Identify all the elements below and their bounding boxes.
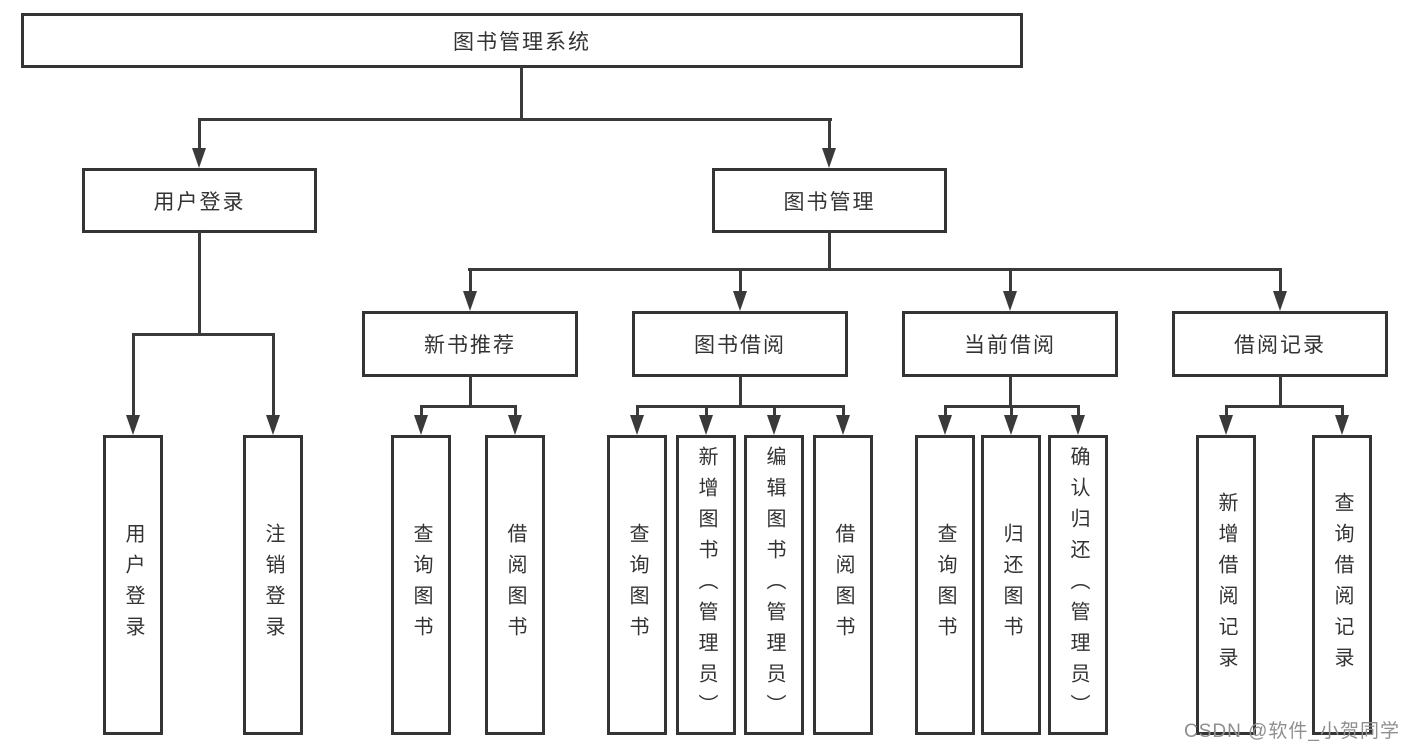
connector-line [272,333,275,417]
connector-line [1341,405,1344,417]
connector-line [469,268,472,293]
connector-line [420,405,423,417]
connector-line [1225,405,1343,408]
leaf-label: 查询图书 [934,523,956,647]
leaf-return-books: 归还图书 [981,435,1041,735]
leaf-label: 查询图书 [410,523,432,647]
connector-line [842,405,845,417]
connector-line [739,375,742,408]
connector-line [773,405,776,417]
connector-line [1279,375,1282,408]
node-label: 借阅记录 [1234,334,1326,357]
connector-line [705,405,708,417]
node-label: 新书推荐 [424,334,516,357]
connector-line [1077,405,1080,417]
node-new-book-recommendation: 新书推荐 [362,311,578,377]
arrow-down-icon [1004,415,1018,435]
arrow-down-icon [192,148,206,168]
arrow-down-icon [938,415,952,435]
connector-line [1279,268,1282,293]
node-label: 用户登录 [153,190,246,214]
arrow-down-icon [414,415,428,435]
leaf-borrow-books-borrow: 借阅图书 [813,435,873,735]
connector-line [1225,405,1228,417]
connector-line [198,118,832,121]
leaf-label: 注销登录 [262,523,284,647]
leaf-user-login: 用户登录 [103,435,163,735]
connector-line [828,231,831,271]
connector-line [1009,375,1012,408]
node-label: 图书管理 [783,190,876,214]
arrow-down-icon [1335,415,1349,435]
arrow-down-icon [699,415,713,435]
arrow-down-icon [1219,415,1233,435]
leaf-borrow-books-recommend: 借阅图书 [485,435,545,735]
connector-line [520,66,523,120]
leaf-label: 借阅图书 [832,523,854,647]
node-label: 当前借阅 [964,334,1056,357]
leaf-query-books-current: 查询图书 [915,435,975,735]
connector-line [420,405,517,408]
arrow-down-icon [767,415,781,435]
leaf-add-borrow-record: 新增借阅记录 [1196,435,1256,735]
leaf-label: 新增图书（管理员） [695,445,717,725]
csdn-watermark: CSDN @软件_小贺同学 [1184,721,1400,742]
arrow-down-icon [630,415,644,435]
connector-line [944,405,947,417]
connector-line [198,118,201,150]
leaf-confirm-return-admin: 确认归还（管理员） [1048,435,1108,735]
connector-line [636,405,639,417]
node-book-management: 图书管理 [712,168,947,233]
connector-line [739,268,742,293]
connector-line [636,405,845,408]
leaf-query-books-recommend: 查询图书 [391,435,451,735]
arrow-down-icon [508,415,522,435]
arrow-down-icon [733,291,747,311]
leaf-edit-book-admin: 编辑图书（管理员） [744,435,804,735]
connector-line [514,405,517,417]
node-label: 图书管理系统 [453,30,591,54]
connector-line [132,333,135,417]
arrow-down-icon [822,148,836,168]
node-label: 图书借阅 [694,334,786,357]
connector-line [469,375,472,408]
leaf-label: 查询图书 [626,523,648,647]
leaf-label: 用户登录 [122,523,144,647]
arrow-down-icon [836,415,850,435]
arrow-down-icon [1273,291,1287,311]
leaf-label: 确认归还（管理员） [1067,445,1089,725]
arrow-down-icon [463,291,477,311]
node-book-borrowing: 图书借阅 [632,311,848,377]
connector-line [1010,405,1013,417]
leaf-query-borrow-record: 查询借阅记录 [1312,435,1372,735]
connector-line [198,231,201,336]
leaf-label: 借阅图书 [504,523,526,647]
node-user-login: 用户登录 [82,168,317,233]
leaf-logout: 注销登录 [243,435,303,735]
connector-line [132,333,275,336]
arrow-down-icon [1003,291,1017,311]
connector-line [468,268,1282,271]
leaf-label: 查询借阅记录 [1331,492,1353,678]
leaf-label: 归还图书 [1000,523,1022,647]
node-library-management-system: 图书管理系统 [21,13,1023,68]
node-borrowing-records: 借阅记录 [1172,311,1388,377]
leaf-query-books-borrow: 查询图书 [607,435,667,735]
arrow-down-icon [1071,415,1085,435]
connector-line [828,118,831,150]
node-current-borrowing: 当前借阅 [902,311,1118,377]
arrow-down-icon [126,415,140,435]
leaf-label: 新增借阅记录 [1215,492,1237,678]
arrow-down-icon [266,415,280,435]
connector-line [1009,268,1012,293]
leaf-add-book-admin: 新增图书（管理员） [676,435,736,735]
leaf-label: 编辑图书（管理员） [763,445,785,725]
